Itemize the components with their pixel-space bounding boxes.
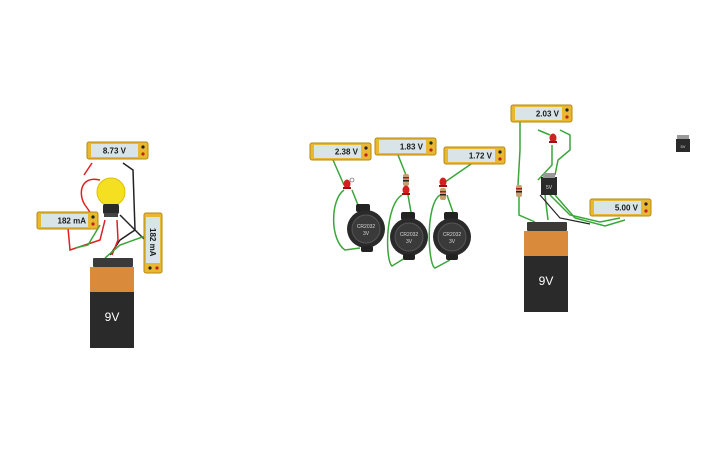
coin-cell-2[interactable]: CR2032 3V [390,212,428,260]
green-wire[interactable] [74,224,101,249]
green-wire[interactable] [428,194,451,269]
probe-terminal[interactable] [429,141,433,145]
probe-terminal[interactable] [429,148,433,152]
probe-terminal[interactable] [498,150,502,154]
led-regulator[interactable] [549,133,557,144]
coin-cell-label: CR2032 [443,232,462,238]
voltmeter-led-1[interactable]: 2.38 V [309,142,372,161]
probe-terminal[interactable] [91,222,95,226]
coin-cell-voltage: 3V [406,239,413,245]
meter-reading: 1.72 V [469,152,493,161]
coin-cell-label: CR2032 [357,224,376,230]
probe-terminal[interactable] [155,266,159,270]
green-wire[interactable] [517,122,521,186]
voltmeter-regulator-output[interactable]: 5.00 V [589,198,652,217]
voltmeter-led-3[interactable]: 1.72 V [443,146,506,165]
black-wire[interactable] [539,194,591,225]
probe-terminal[interactable] [364,153,368,157]
ammeter-reading: 182 mA [58,217,87,226]
probe-terminal[interactable] [148,266,152,270]
green-wire[interactable] [554,129,571,176]
voltmeter-reading: 8.73 V [103,147,127,156]
green-wire[interactable] [444,161,475,183]
ammeter-vertical-reading: 182 mA [148,228,157,257]
battery-9v[interactable]: + − 9V [90,258,134,348]
green-wire[interactable] [537,129,551,136]
green-wire[interactable] [332,159,345,186]
red-wire[interactable] [80,178,101,216]
ammeter-left[interactable]: 182 mA [36,211,99,230]
circuit-2-leds: 2.38 V 1.83 V 1.72 V [309,137,506,269]
led-2[interactable] [402,185,410,196]
battery-9v-regulator[interactable]: + − 9V [524,222,568,312]
voltmeter-top[interactable]: 8.73 V [86,141,149,160]
voltage-regulator[interactable]: 5V [541,173,557,195]
green-wire[interactable] [537,145,553,181]
meter-reading: 2.38 V [335,148,359,157]
meter-reading: 1.83 V [400,143,424,152]
green-wire[interactable] [104,234,149,259]
ammeter-vertical[interactable]: 182 mA [143,212,163,274]
coin-cell-3[interactable]: CR2032 3V [433,212,471,260]
meter-reading: 2.03 V [536,110,560,119]
voltmeter-led-2[interactable]: 1.83 V [374,137,437,156]
standalone-regulator[interactable]: 5V [676,135,690,152]
coin-cell-1[interactable]: CR2032 3V [347,204,385,252]
probe-terminal[interactable] [565,108,569,112]
resistor-2[interactable] [403,174,409,186]
green-wire[interactable] [544,194,549,221]
green-wire[interactable] [554,194,626,227]
resistor-regulator[interactable] [516,185,522,197]
probe-terminal[interactable] [141,145,145,149]
green-wire[interactable] [549,194,621,223]
coin-cell-voltage: 3V [449,239,456,245]
probe-terminal[interactable] [644,202,648,206]
light-bulb[interactable] [96,177,126,217]
red-wire[interactable] [83,162,93,176]
coin-cell-label: CR2032 [400,232,419,238]
circuit-3-regulator: 2.03 V 5.00 V 5V [510,104,652,312]
circuit-1-bulb: 8.73 V 182 mA 182 mA + − 9V [36,141,163,348]
resistor-3[interactable] [440,188,446,200]
probe-terminal[interactable] [141,152,145,156]
probe-terminal[interactable] [565,115,569,119]
coin-cell-voltage: 3V [363,231,370,237]
voltmeter-regulator-input[interactable]: 2.03 V [510,104,573,123]
green-wire[interactable] [518,195,536,223]
probe-terminal[interactable] [364,146,368,150]
green-wire[interactable] [386,194,406,267]
green-wire[interactable] [332,189,361,251]
probe-terminal[interactable] [644,209,648,213]
led-1[interactable] [343,177,355,189]
probe-terminal[interactable] [91,215,95,219]
probe-terminal[interactable] [498,157,502,161]
battery-label: 9V [105,310,120,324]
meter-reading: 5.00 V [615,204,639,213]
led-3[interactable] [439,177,447,188]
regulator-label: 5V [681,144,686,149]
regulator-label: 5V [546,185,553,191]
battery-label: 9V [539,274,554,288]
green-wire[interactable] [397,154,407,176]
